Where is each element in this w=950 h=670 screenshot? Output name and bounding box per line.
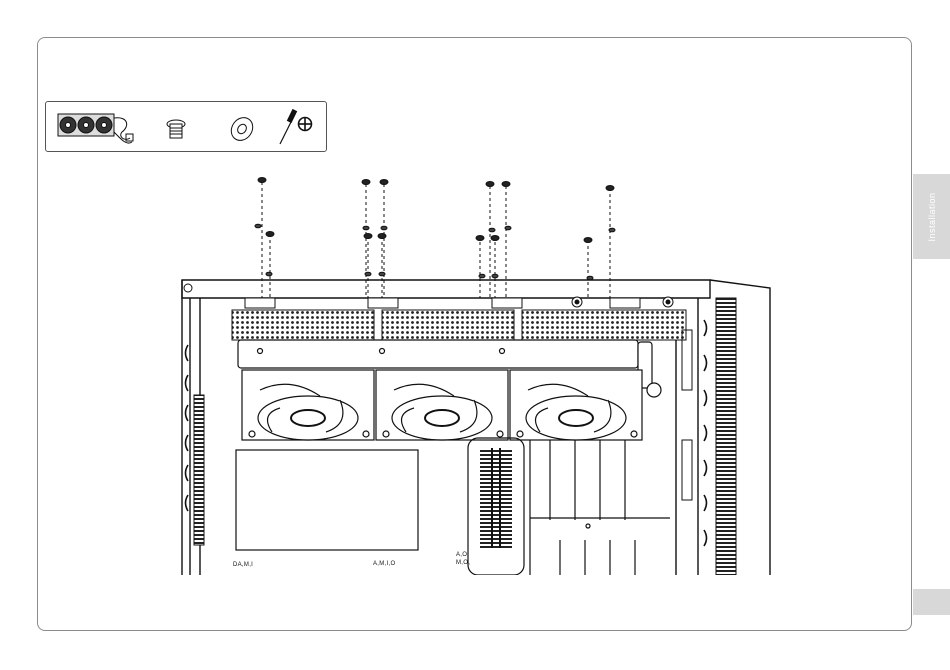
figure-label-center2: M,O, [456, 560, 470, 566]
figure-label-left: DA,M,I [233, 562, 253, 568]
mounting-screws [258, 178, 614, 243]
installation-diagram [150, 170, 800, 575]
washer-icon [227, 113, 257, 144]
figure-label-center: A,O, [456, 552, 469, 558]
screwdriver-icon [280, 110, 312, 144]
parts-list-box [45, 101, 327, 152]
section-tab-label: Installation [927, 192, 937, 241]
washers [255, 224, 615, 280]
section-tab-installation: Installation [913, 174, 950, 259]
cooler-kit-icon [58, 114, 133, 143]
screw-icon [167, 120, 185, 138]
figure-label-middle: A,M,I,O [373, 561, 395, 567]
page-tab [913, 589, 950, 615]
